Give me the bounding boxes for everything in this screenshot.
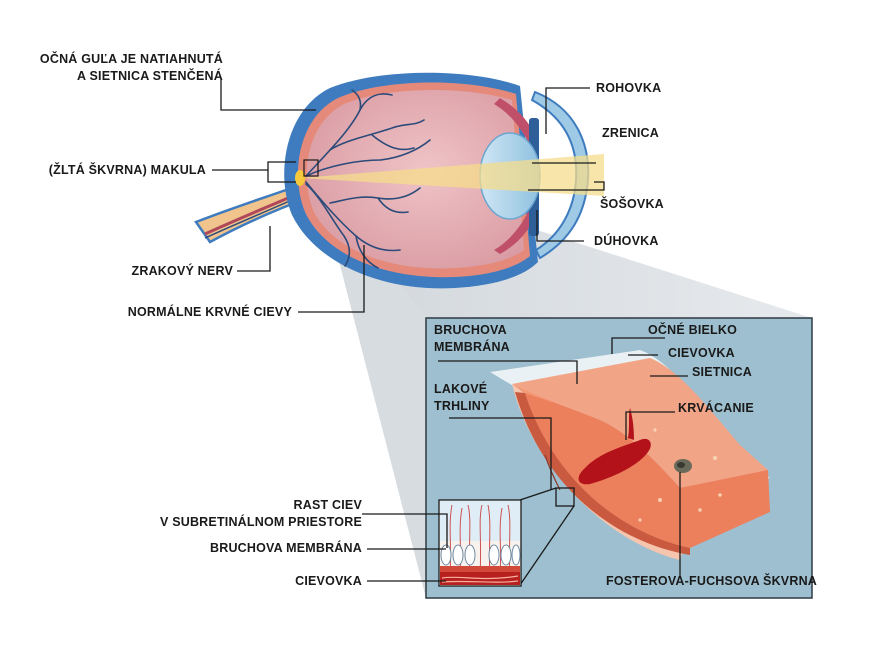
label-eyeball-line2: A SIETNICA STENČENÁ xyxy=(77,68,223,83)
hemorrhage-mark xyxy=(578,438,651,485)
label-cornea: ROHOVKA xyxy=(596,81,661,95)
macula-spot xyxy=(295,170,305,186)
label-pupil: ZRENICA xyxy=(602,126,659,140)
label-choroid: CIEVOVKA xyxy=(668,346,735,360)
label-lacquer-line1: LAKOVÉ xyxy=(434,381,487,396)
label-optic-nerve: ZRAKOVÝ NERV xyxy=(132,263,234,278)
light-beam xyxy=(300,154,604,196)
leader-lines xyxy=(212,78,688,582)
label-retina: SIETNICA xyxy=(692,365,752,379)
label-subretinal-line2: V SUBRETINÁLNOM PRIESTORE xyxy=(160,514,362,529)
label-lens: ŠOŠOVKA xyxy=(600,196,664,211)
label-bruch-line1: BRUCHOVA xyxy=(434,323,507,337)
label-inset-choroid: CIEVOVKA xyxy=(295,574,362,588)
detail-inset xyxy=(438,499,522,587)
optic-nerve xyxy=(194,183,310,244)
label-bruch-line2: MEMBRÁNA xyxy=(434,339,510,354)
label-iris: DÚHOVKA xyxy=(594,233,659,248)
label-hemorrhage: KRVÁCANIE xyxy=(678,400,754,415)
retinal-blood-vessels xyxy=(305,89,431,269)
label-sclera: OČNÉ BIELKO xyxy=(648,322,737,337)
label-macula: (ŽLTÁ ŠKVRNA) MAKULA xyxy=(49,162,206,177)
inset-panel xyxy=(425,317,813,599)
label-inset-bruch: BRUCHOVA MEMBRÁNA xyxy=(210,540,362,555)
label-fuchs-spot: FOSTEROVA-FUCHSOVA ŠKVRNA xyxy=(606,573,817,588)
label-eyeball-line1: OČNÁ GUĽA JE NATIAHNUTÁ xyxy=(40,51,223,66)
label-blood-vessels: NORMÁLNE KRVNÉ CIEVY xyxy=(128,304,293,319)
label-subretinal-line1: RAST CIEV xyxy=(294,498,363,512)
label-lacquer-line2: TRHLINY xyxy=(434,399,490,413)
macula-highlight-box xyxy=(303,159,319,177)
labels: OČNÁ GUĽA JE NATIAHNUTÁ A SIETNICA STENČ… xyxy=(40,51,817,588)
